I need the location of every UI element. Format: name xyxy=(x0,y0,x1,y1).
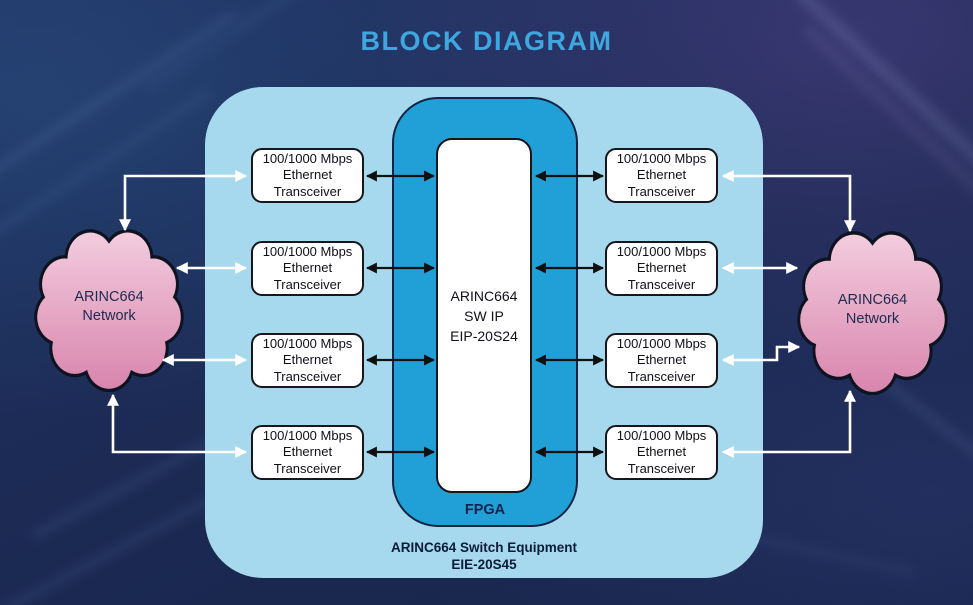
cloud-label-line2: Network xyxy=(82,308,136,324)
transceiver-label-line3: Transceiver xyxy=(273,276,342,292)
transceiver-label-line1: 100/1000 Mbps xyxy=(616,427,707,443)
transceiver-label-line1: 100/1000 Mbps xyxy=(262,150,353,166)
transceiver-label-line2: Ethernet xyxy=(636,260,687,276)
ethernet-transceiver-left-1: 100/1000 Mbps Ethernet Transceiver xyxy=(251,148,364,203)
cloud-shape xyxy=(797,231,948,395)
arinc664-sw-ip-block: ARINC664 SW IP EIP-20S24 xyxy=(436,138,532,493)
cloud-label-line2: Network xyxy=(845,310,900,327)
transceiver-label-line3: Transceiver xyxy=(627,276,696,292)
equipment-label-line1: ARINC664 Switch Equipment xyxy=(390,540,578,555)
ethernet-transceiver-right-4: 100/1000 Mbps Ethernet Transceiver xyxy=(605,425,718,480)
transceiver-label-line2: Ethernet xyxy=(282,167,333,183)
cloud-label-line1: ARINC664 xyxy=(74,289,144,305)
arinc664-network-cloud-right: ARINC664 Network xyxy=(795,230,950,395)
transceiver-label-line1: 100/1000 Mbps xyxy=(616,150,707,166)
transceiver-label-line1: 100/1000 Mbps xyxy=(262,243,353,259)
ethernet-transceiver-right-1: 100/1000 Mbps Ethernet Transceiver xyxy=(605,148,718,203)
transceiver-label-line1: 100/1000 Mbps xyxy=(616,243,707,259)
fpga-label: FPGA xyxy=(464,502,506,518)
background-trace xyxy=(0,89,211,238)
transceiver-label-line2: Ethernet xyxy=(636,444,687,460)
transceiver-label-line3: Transceiver xyxy=(627,460,696,476)
ethernet-transceiver-left-2: 100/1000 Mbps Ethernet Transceiver xyxy=(251,241,364,296)
transceiver-label-line2: Ethernet xyxy=(282,260,333,276)
sw-ip-label-line3: EIP-20S24 xyxy=(450,327,518,344)
background-trace xyxy=(30,428,230,541)
transceiver-label-line3: Transceiver xyxy=(273,460,342,476)
sw-ip-label-line1: ARINC664 xyxy=(450,287,518,304)
ethernet-transceiver-right-3: 100/1000 Mbps Ethernet Transceiver xyxy=(605,333,718,388)
diagram-title: BLOCK DIAGRAM xyxy=(360,26,613,56)
sw-ip-label-line2: SW IP xyxy=(464,307,504,324)
ethernet-transceiver-left-3: 100/1000 Mbps Ethernet Transceiver xyxy=(251,333,364,388)
transceiver-label-line1: 100/1000 Mbps xyxy=(262,427,353,443)
transceiver-label-line2: Ethernet xyxy=(636,167,687,183)
transceiver-label-line3: Transceiver xyxy=(627,368,696,384)
ethernet-transceiver-left-4: 100/1000 Mbps Ethernet Transceiver xyxy=(251,425,364,480)
ethernet-transceiver-right-2: 100/1000 Mbps Ethernet Transceiver xyxy=(605,241,718,296)
cloud-shape xyxy=(34,229,184,392)
equipment-label: ARINC664 Switch Equipment EIE-20S45 xyxy=(205,540,763,573)
transceiver-label-line2: Ethernet xyxy=(282,352,333,368)
transceiver-label-line3: Transceiver xyxy=(627,183,696,199)
transceiver-label-line2: Ethernet xyxy=(636,352,687,368)
cloud-label-line1: ARINC664 xyxy=(837,291,908,308)
equipment-label-line2: EIE-20S45 xyxy=(451,556,517,572)
transceiver-label-line2: Ethernet xyxy=(282,444,333,460)
background-trace xyxy=(0,490,225,605)
transceiver-label-line3: Transceiver xyxy=(273,368,342,384)
transceiver-label-line3: Transceiver xyxy=(273,183,342,199)
arinc664-network-cloud-left: ARINC664 Network xyxy=(32,228,186,392)
transceiver-label-line1: 100/1000 Mbps xyxy=(616,335,707,351)
transceiver-label-line1: 100/1000 Mbps xyxy=(262,335,353,351)
